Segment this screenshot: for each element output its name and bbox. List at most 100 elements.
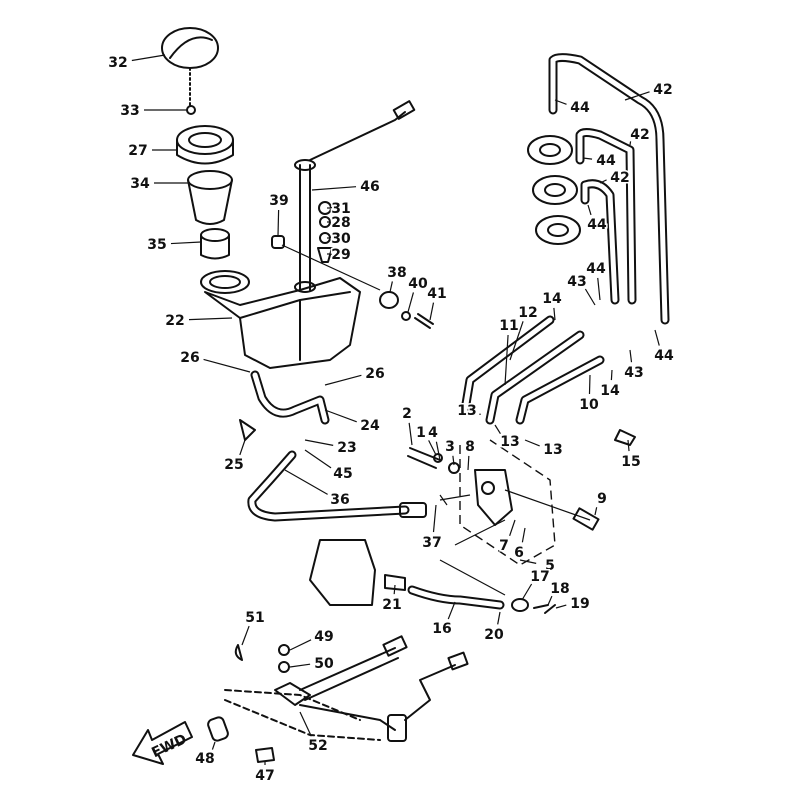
- part-callout: 35: [147, 237, 166, 253]
- leader-line: [435, 441, 441, 461]
- part-callout: 10: [579, 397, 599, 413]
- leader-line: [188, 317, 233, 321]
- part-callout: 7: [499, 538, 509, 554]
- leader-line: [587, 204, 592, 216]
- leader-line: [594, 507, 598, 516]
- part-callout: 8: [465, 439, 475, 455]
- part-callout: 9: [597, 491, 607, 507]
- part-callout: 47: [255, 768, 274, 784]
- leader-line: [597, 277, 601, 301]
- sensor-lead: [309, 111, 406, 161]
- part-callout: 24: [360, 418, 380, 434]
- part-callout: 42: [610, 170, 629, 186]
- part-callout: 16: [432, 621, 451, 637]
- part-callout: 51: [245, 610, 264, 626]
- leader-line: [554, 99, 567, 105]
- part-callout: 46: [360, 179, 379, 195]
- part-callout: 11: [499, 318, 518, 334]
- part-callout: 22: [165, 313, 184, 329]
- leader-line: [304, 449, 332, 469]
- leader-line: [521, 527, 526, 543]
- part-callout: 44: [654, 348, 674, 364]
- leader-line: [131, 54, 166, 62]
- leader-line: [447, 601, 456, 620]
- part-callout: 5: [545, 558, 555, 574]
- leader-line: [211, 741, 216, 750]
- leader-line: [389, 281, 393, 293]
- leader-line: [610, 369, 613, 381]
- leader-line: [519, 559, 537, 564]
- strainer-34: [187, 170, 233, 225]
- leader-line: [289, 639, 312, 651]
- part-callout: 1: [416, 425, 426, 441]
- part-callout: 39: [269, 193, 288, 209]
- leader-line: [311, 186, 357, 191]
- leader-line: [654, 329, 660, 346]
- part-callout: 27: [128, 143, 147, 159]
- part-callout: 14: [542, 291, 562, 307]
- leader-line: [553, 307, 556, 321]
- part-callout: 30: [331, 231, 351, 247]
- part-callout: 44: [596, 153, 616, 169]
- part-callout: 15: [621, 454, 640, 470]
- leader-line: [627, 439, 630, 452]
- fwd-label: FWD: [149, 731, 189, 761]
- pickup-tube: [299, 164, 311, 291]
- leader-line: [289, 663, 311, 668]
- oil-tank-cap: [161, 27, 219, 106]
- seal-27: [176, 125, 234, 165]
- leader-line: [504, 334, 509, 386]
- part-callout: 37: [422, 535, 441, 551]
- forward-direction-badge: FWD: [132, 721, 193, 765]
- part-callout: 29: [331, 247, 350, 263]
- leader-line: [509, 519, 516, 537]
- part-callout: 44: [570, 100, 590, 116]
- leader-line: [497, 611, 501, 625]
- part-callout: 12: [518, 305, 537, 321]
- leader-line: [555, 604, 567, 609]
- leader-line: [629, 141, 632, 146]
- part-callout: 52: [308, 738, 327, 754]
- leader-line: [284, 469, 328, 495]
- part-callout: 45: [333, 466, 352, 482]
- leader-line: [241, 625, 250, 646]
- sleeve-35: [200, 228, 230, 260]
- leader-line: [428, 440, 437, 456]
- part-callout: 49: [314, 629, 333, 645]
- leader-line: [324, 409, 357, 423]
- part-callout: 34: [130, 176, 150, 192]
- part-callout: 18: [550, 581, 569, 597]
- leader-line: [304, 439, 334, 446]
- part-callout: 3: [445, 439, 455, 455]
- leader-line: [629, 349, 633, 363]
- part-callout: 13: [543, 442, 562, 458]
- leader-line: [582, 157, 593, 160]
- leader-line: [524, 439, 540, 447]
- carburetor-flanges: [527, 135, 581, 245]
- part-callout: 41: [427, 286, 446, 302]
- part-callout: 23: [337, 440, 356, 456]
- part-callout: 44: [587, 217, 607, 233]
- leader-line: [170, 241, 202, 245]
- part-callout: 26: [365, 366, 384, 382]
- part-callout: 28: [331, 215, 350, 231]
- oil-pump: [474, 469, 513, 526]
- part-callout: 13: [457, 403, 476, 419]
- clamp-25: [239, 419, 256, 441]
- leader-line: [393, 584, 396, 595]
- leader-line: [509, 321, 524, 361]
- leader-line: [277, 209, 280, 237]
- leader-line: [452, 455, 455, 466]
- part-callout: 17: [530, 569, 549, 585]
- part-callout: 48: [195, 751, 214, 767]
- leader-line: [467, 455, 470, 471]
- leader-line: [599, 179, 607, 184]
- part-callout: 14: [600, 383, 620, 399]
- part-callout: 26: [180, 350, 199, 366]
- part-callout: 36: [330, 492, 349, 508]
- leader-line: [432, 504, 437, 533]
- part-callout: 38: [387, 265, 406, 281]
- part-callout: 42: [630, 127, 649, 143]
